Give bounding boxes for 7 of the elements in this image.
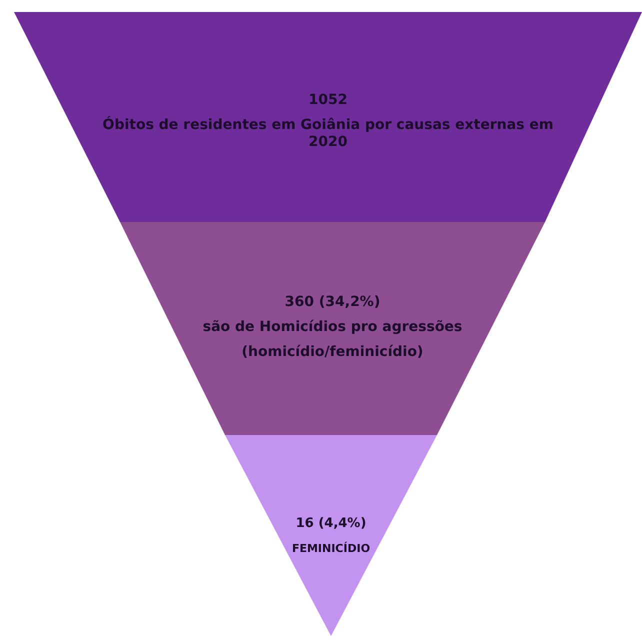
band-description: FEMINICÍDIO [292,540,370,557]
band-description: Óbitos de residentes em Goiânia por causas externas em 2020 [102,117,554,151]
count-value: 1052 [308,92,348,109]
band-description: são de Homicídios pro agressões [202,319,462,336]
count-value: 16 (4,4%) [296,515,366,532]
band-description: (homicídio/feminicídio) [242,344,424,361]
count-value: 360 (34,2%) [284,294,380,311]
